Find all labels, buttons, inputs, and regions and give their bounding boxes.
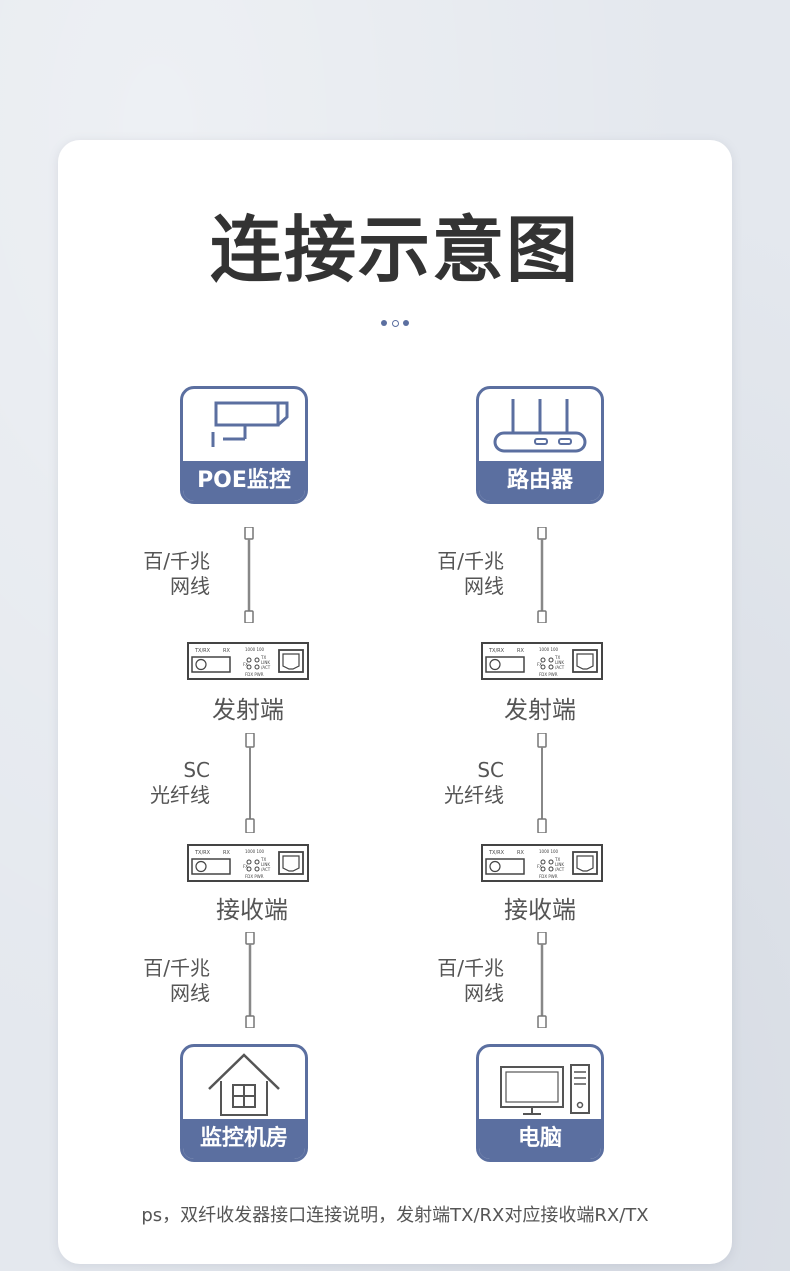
endpoint-label: 路由器	[479, 461, 601, 501]
svg-text:/ACT: /ACT	[555, 665, 565, 670]
cable-label-line2: 光纤线	[150, 783, 210, 807]
endpoint-label: 监控机房	[183, 1119, 305, 1159]
router-icon	[493, 399, 587, 453]
endpoint-label: 电脑	[479, 1119, 601, 1159]
svg-text:TX/RX: TX/RX	[488, 648, 505, 654]
cable-label-line2: 网线	[170, 574, 210, 598]
transmitter-device-icon: TX/RX RX 1000 100 FX TX LINK /ACT FDX PW…	[187, 642, 309, 680]
ethernet-cable-label: 百/千兆 网线	[110, 956, 210, 1006]
svg-text:RX: RX	[223, 850, 230, 856]
ethernet-cable-icon	[537, 527, 547, 623]
svg-text:/ACT: /ACT	[261, 665, 271, 670]
transmitter-label: 发射端	[212, 696, 284, 724]
content-card	[58, 140, 732, 1264]
svg-text:FX: FX	[243, 662, 248, 667]
poe-camera-endpoint: POE监控	[180, 386, 308, 504]
svg-text:LINK: LINK	[555, 862, 564, 867]
cable-label-line1: 百/千兆	[143, 549, 210, 573]
svg-text:FDX PWR: FDX PWR	[245, 672, 264, 677]
dot-filled	[403, 320, 409, 326]
cable-label-line1: SC	[183, 758, 210, 782]
endpoint-label: POE监控	[183, 461, 305, 501]
receiver-label: 接收端	[504, 896, 576, 924]
ethernet-cable-icon	[245, 932, 255, 1028]
svg-text:RX: RX	[223, 648, 230, 654]
svg-text:RX: RX	[517, 850, 524, 856]
monitoring-room-endpoint: 监控机房	[180, 1044, 308, 1162]
svg-text:1000 100: 1000 100	[245, 849, 265, 854]
svg-text:RX: RX	[517, 648, 524, 654]
svg-text:LINK: LINK	[555, 660, 564, 665]
transmitter-label: 发射端	[504, 696, 576, 724]
svg-text:1000 100: 1000 100	[539, 849, 559, 854]
receiver-device-icon: TX/RX RX 1000 100 FX TX LINK /ACT FDX PW…	[187, 844, 309, 882]
fiber-cable-icon	[537, 733, 547, 833]
computer-endpoint: 电脑	[476, 1044, 604, 1162]
cable-label-line1: SC	[477, 758, 504, 782]
svg-text:FX: FX	[537, 864, 542, 869]
cable-label-line1: 百/千兆	[437, 956, 504, 980]
cable-label-line2: 光纤线	[444, 783, 504, 807]
svg-text:FDX PWR: FDX PWR	[245, 874, 264, 879]
svg-text:FX: FX	[243, 864, 248, 869]
right-connection-chain: 路由器 百/千兆 网线 TX/RX RX 1000 100 FX TX LINK…	[295, 0, 690, 1271]
computer-icon	[500, 1064, 590, 1115]
svg-text:FDX PWR: FDX PWR	[539, 874, 558, 879]
camera-icon	[211, 401, 289, 447]
ethernet-cable-label: 百/千兆 网线	[404, 956, 504, 1006]
footnote: ps，双纤收发器接口连接说明，发射端TX/RX对应接收端RX/TX	[141, 1205, 649, 1226]
svg-text:TX: TX	[554, 655, 560, 660]
svg-text:FX: FX	[537, 662, 542, 667]
router-endpoint: 路由器	[476, 386, 604, 504]
svg-text:LINK: LINK	[261, 660, 270, 665]
dot-hollow	[392, 320, 399, 327]
svg-text:1000 100: 1000 100	[539, 647, 559, 652]
fiber-cable-label: SC 光纤线	[404, 758, 504, 808]
pagination-dots	[381, 319, 411, 329]
house-icon	[208, 1053, 280, 1116]
cable-label-line1: 百/千兆	[437, 549, 504, 573]
svg-text:TX: TX	[260, 857, 266, 862]
cable-label-line2: 网线	[464, 981, 504, 1005]
svg-text:TX: TX	[260, 655, 266, 660]
svg-text:FDX PWR: FDX PWR	[539, 672, 558, 677]
page-title: 连接示意图	[209, 208, 580, 292]
svg-text:1000 100: 1000 100	[245, 647, 265, 652]
fiber-cable-label: SC 光纤线	[110, 758, 210, 808]
cable-label-line2: 网线	[170, 981, 210, 1005]
left-connection-chain: POE监控 百/千兆 网线 TX/RX RX 1000 100 FX TX LI…	[110, 386, 309, 1162]
ethernet-cable-label: 百/千兆 网线	[110, 549, 210, 599]
svg-text:/ACT: /ACT	[555, 867, 565, 872]
fiber-cable-icon	[245, 733, 255, 833]
ethernet-cable-icon	[244, 527, 254, 623]
svg-text:TX/RX: TX/RX	[194, 850, 211, 856]
svg-text:TX/RX: TX/RX	[488, 850, 505, 856]
svg-text:/ACT: /ACT	[261, 867, 271, 872]
transmitter-device-icon: TX/RX RX 1000 100 FX TX LINK /ACT FDX PW…	[481, 642, 603, 680]
receiver-label: 接收端	[216, 896, 288, 924]
ethernet-cable-label: 百/千兆 网线	[404, 549, 504, 599]
dot-filled	[381, 320, 387, 326]
svg-text:TX/RX: TX/RX	[194, 648, 211, 654]
receiver-device-icon: TX/RX RX 1000 100 FX TX LINK /ACT FDX PW…	[481, 844, 603, 882]
svg-text:LINK: LINK	[261, 862, 270, 867]
ethernet-cable-icon	[537, 932, 547, 1028]
cable-label-line2: 网线	[464, 574, 504, 598]
cable-label-line1: 百/千兆	[143, 956, 210, 980]
svg-text:TX: TX	[554, 857, 560, 862]
